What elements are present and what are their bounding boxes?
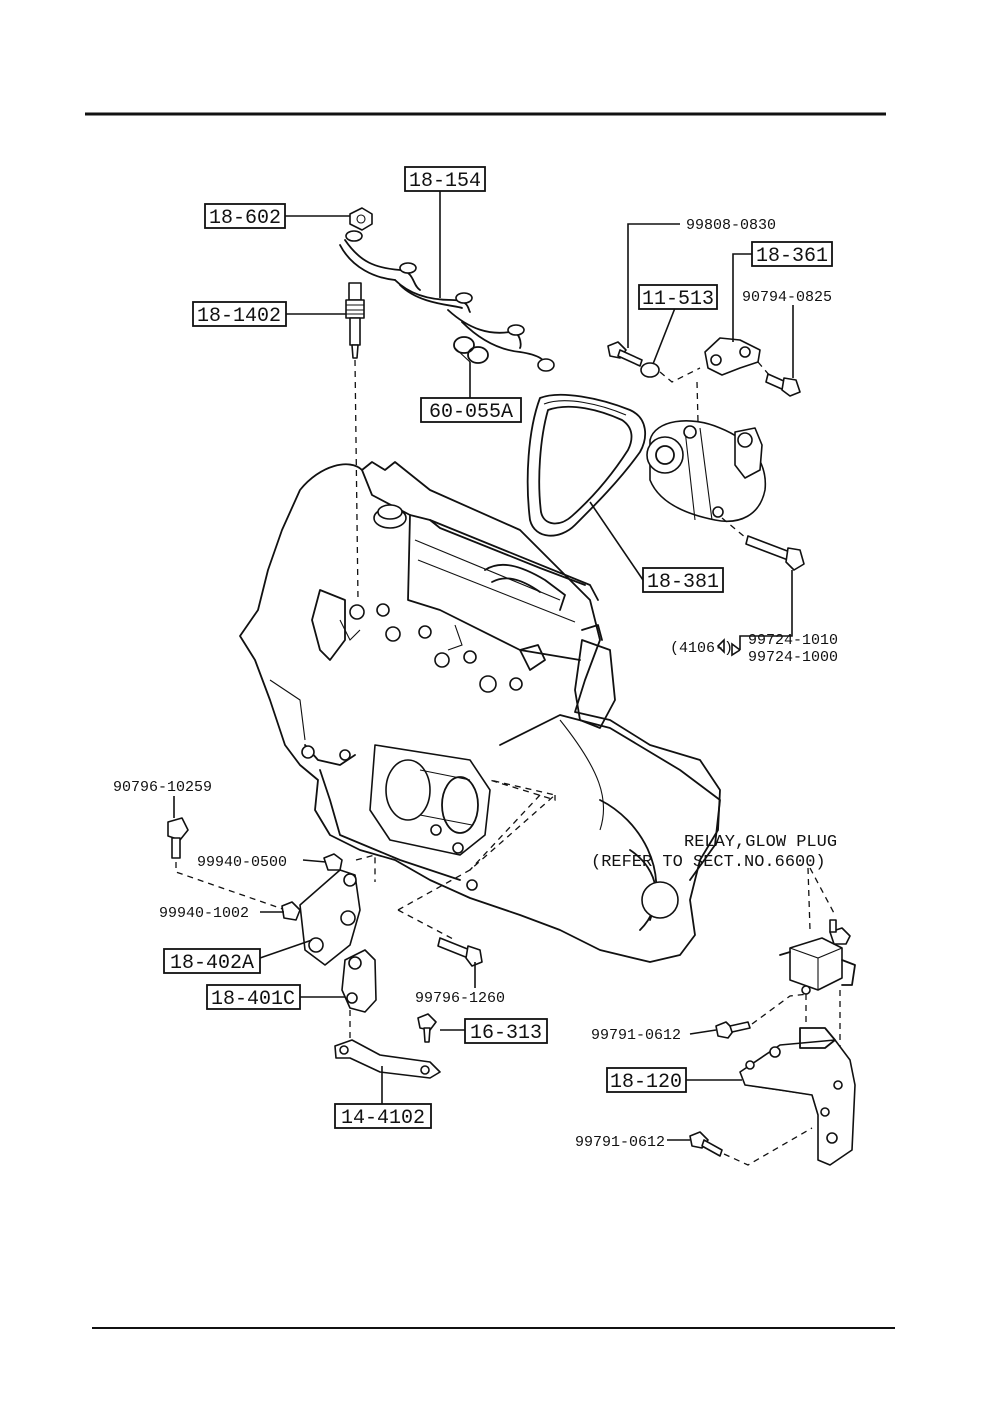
svg-text:18-120: 18-120 <box>610 1071 682 1094</box>
screw-99791-0612-lower <box>689 1131 723 1157</box>
glow-plug-bus-wire <box>339 230 555 372</box>
label-18-602: 18-602 <box>204 203 286 230</box>
bolt-90796-10259 <box>167 817 189 859</box>
relay-note-line1: RELAY,GLOW PLUG <box>684 833 837 852</box>
washer-11-513 <box>640 362 660 378</box>
part-99791-0612-lower: 99791-0612 <box>575 1134 665 1151</box>
label-60-055A: 60-055A <box>420 397 522 424</box>
nut-99940-0500 <box>323 853 343 871</box>
part-90796-10259: 90796-10259 <box>113 779 212 796</box>
svg-text:16-313: 16-313 <box>470 1022 542 1045</box>
part-90794-0825: 90794-0825 <box>742 289 832 306</box>
starter-motor <box>369 744 491 856</box>
injector-holes <box>339 603 523 693</box>
label-14-4102: 14-4102 <box>334 1103 432 1130</box>
alternator-unit <box>646 420 767 522</box>
label-16-313: 16-313 <box>464 1018 548 1045</box>
nut-99940-1002 <box>281 901 301 921</box>
label-18-381: 18-381 <box>642 567 724 594</box>
part-99724-1000: 99724-1000 <box>748 649 838 666</box>
nut-18-602 <box>349 207 373 231</box>
svg-text:18-401C: 18-401C <box>211 988 295 1011</box>
part-99808-0830: 99808-0830 <box>686 217 776 234</box>
bracket-18-401C <box>341 949 377 1013</box>
glow-plug-18-1402 <box>345 282 365 359</box>
svg-text:11-513: 11-513 <box>642 288 714 311</box>
label-18-401C: 18-401C <box>206 984 301 1011</box>
relay-note-line2: (REFER TO SECT.NO.6600) <box>591 853 826 872</box>
label-18-154: 18-154 <box>404 166 486 193</box>
engine-assembly-drawing <box>239 461 721 963</box>
label-18-361: 18-361 <box>751 241 833 268</box>
label-11-513: 11-513 <box>638 284 718 311</box>
bolt-99724 <box>745 535 805 571</box>
bolt-99796-1260 <box>437 937 483 967</box>
glow-plug-relay <box>779 937 856 995</box>
drive-belt-18-381 <box>526 393 646 537</box>
part-99940-0500: 99940-0500 <box>197 854 287 871</box>
svg-text:18-402A: 18-402A <box>170 952 254 975</box>
part-99724-1010: 99724-1010 <box>748 632 838 649</box>
svg-text:18-1402: 18-1402 <box>197 305 281 328</box>
relay-screw <box>829 919 851 945</box>
part-99796-1260: 99796-1260 <box>415 990 505 1007</box>
screw-99791-0612-upper <box>715 1021 751 1039</box>
clip-60-055A <box>453 336 489 364</box>
bolt-99808-0830 <box>607 341 643 367</box>
label-18-402A: 18-402A <box>163 948 261 975</box>
part-99791-0612-upper: 99791-0612 <box>591 1027 681 1044</box>
svg-text:18-154: 18-154 <box>409 170 481 193</box>
svg-text:18-602: 18-602 <box>209 207 281 230</box>
svg-text:60-055A: 60-055A <box>429 401 513 424</box>
bracket-18-402A <box>299 869 361 966</box>
bracket-14-4102 <box>334 1039 441 1079</box>
svg-text:18-361: 18-361 <box>756 245 828 268</box>
bracket-18-361 <box>704 337 761 376</box>
label-18-1402: 18-1402 <box>192 301 287 328</box>
svg-text:14-4102: 14-4102 <box>341 1107 425 1130</box>
part-99940-1002: 99940-1002 <box>159 905 249 922</box>
bracket-18-120 <box>739 1027 856 1166</box>
svg-text:18-381: 18-381 <box>647 571 719 594</box>
part-4106: (4106-) <box>670 640 733 657</box>
bolt-90794-0825 <box>765 373 801 397</box>
bolt-16-313 <box>417 1013 437 1043</box>
label-18-120: 18-120 <box>606 1067 687 1094</box>
